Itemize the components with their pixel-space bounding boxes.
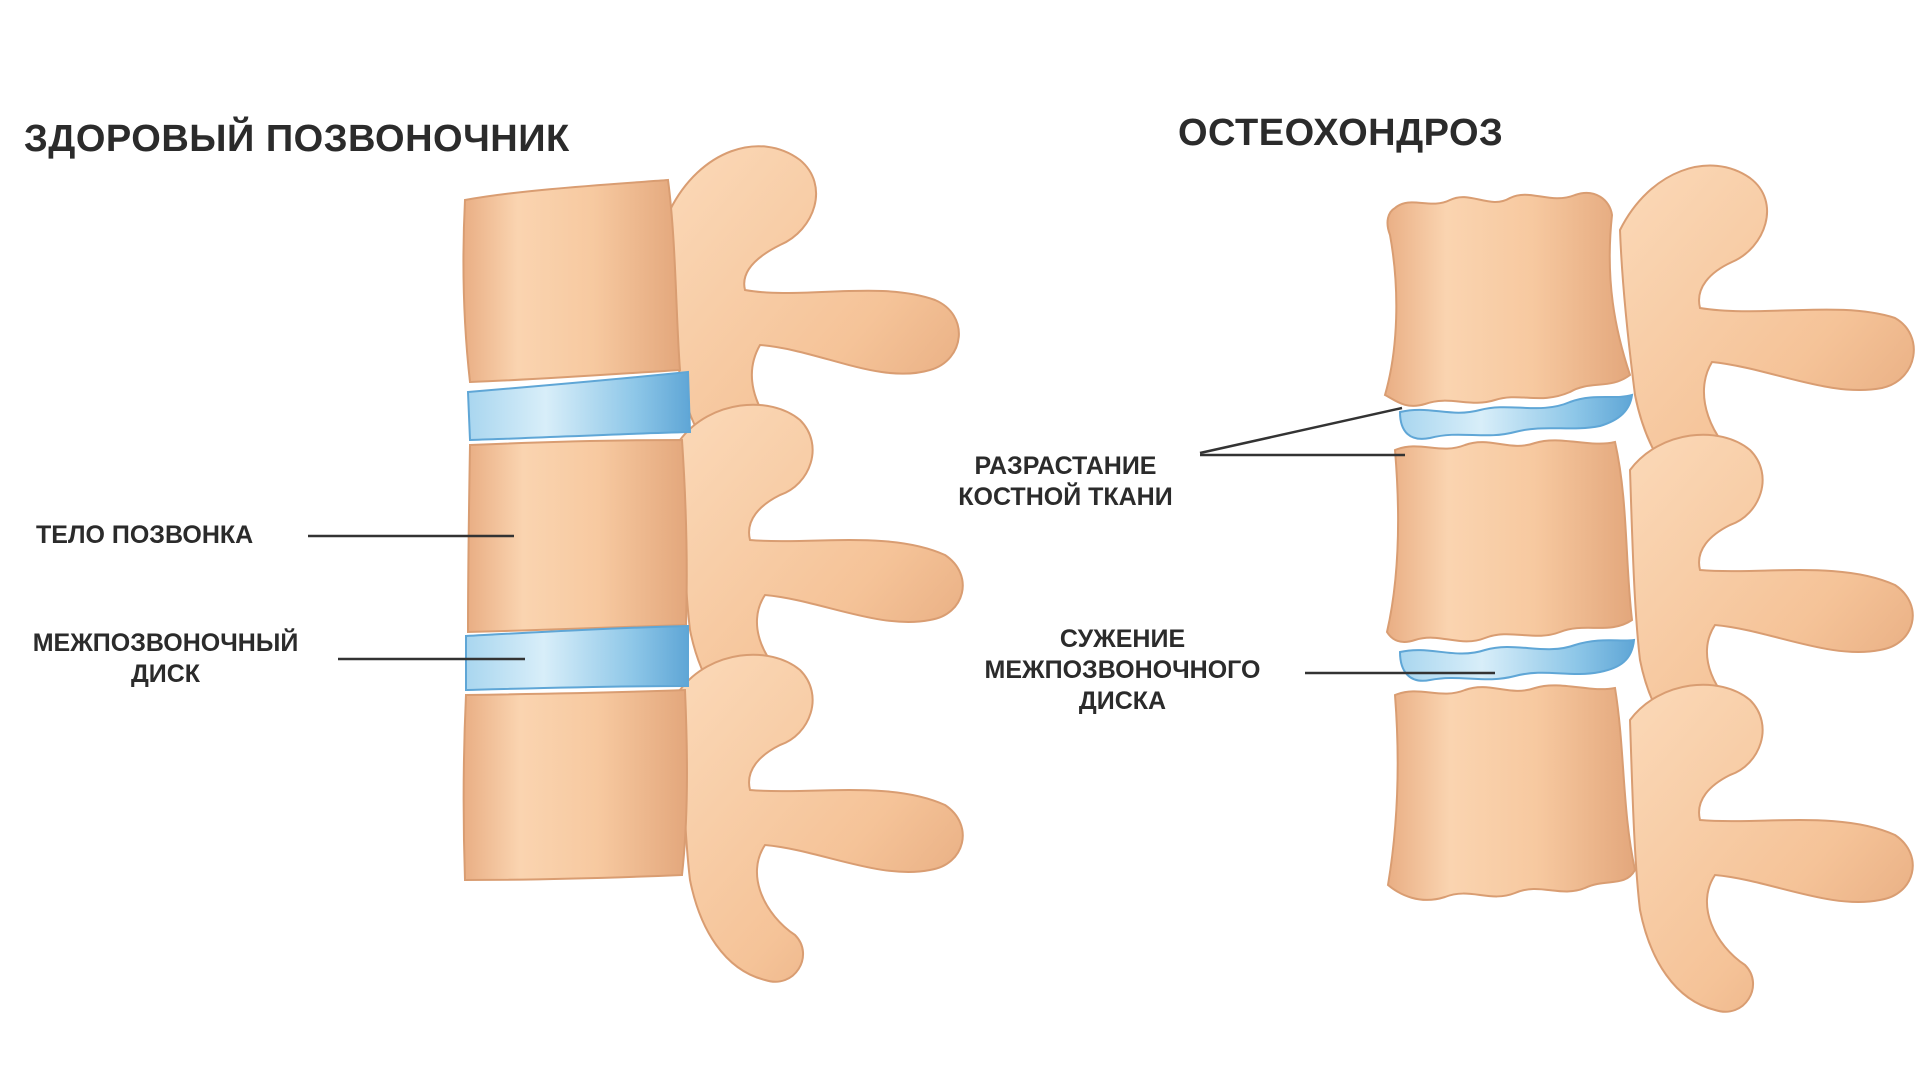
leader-bone-growth-upper (1199, 406, 1403, 455)
label-disc-narrowing: СУЖЕНИЕ МЕЖПОЗВОНОЧНОГО ДИСКА (955, 624, 1290, 717)
healthy-discs (465, 370, 692, 692)
label-bone-growth: РАЗРАСТАНИЕ КОСТНОЙ ТКАНИ (938, 451, 1193, 513)
healthy-spine (462, 145, 964, 983)
label-disc-narrowing-line-1: СУЖЕНИЕ (1059, 625, 1186, 653)
label-intervertebral-disc: МЕЖПОЗВОНОЧНЫЙ ДИСК (8, 628, 323, 690)
osteochondrosis-spine (1383, 164, 1915, 1013)
label-disc-narrowing-line-2: МЕЖПОЗВОНОЧНОГО (984, 656, 1261, 684)
leader-lines (308, 406, 1495, 675)
osteochondrosis-disc-lower (1398, 638, 1636, 682)
osteochondrosis-disc-upper (1398, 393, 1634, 440)
label-intervertebral-disc-line-2: ДИСК (130, 660, 201, 688)
label-vertebral-body-line-1: ТЕЛО ПОЗВОНКА (36, 521, 254, 549)
osteochondrosis-discs (1398, 393, 1636, 682)
label-bone-growth-line-1: РАЗРАСТАНИЕ (974, 452, 1157, 480)
label-disc-narrowing-line-3: ДИСКА (1078, 687, 1167, 715)
healthy-disc-upper (466, 370, 692, 442)
healthy-spine-title: ЗДОРОВЫЙ ПОЗВОНОЧНИК (24, 118, 570, 160)
osteochondrosis-processes (1618, 164, 1915, 1013)
label-bone-growth-line-2: КОСТНОЙ ТКАНИ (958, 483, 1173, 511)
label-intervertebral-disc-line-1: МЕЖПОЗВОНОЧНЫЙ (32, 629, 299, 657)
healthy-processes (668, 145, 964, 983)
label-vertebral-body: ТЕЛО ПОЗВОНКА (36, 520, 253, 551)
healthy-vertebral-bodies (462, 178, 688, 882)
healthy-disc-lower (465, 624, 689, 692)
osteochondrosis-title: ОСТЕОХОНДРОЗ (1178, 112, 1504, 154)
osteochondrosis-vertebral-bodies (1383, 192, 1637, 901)
